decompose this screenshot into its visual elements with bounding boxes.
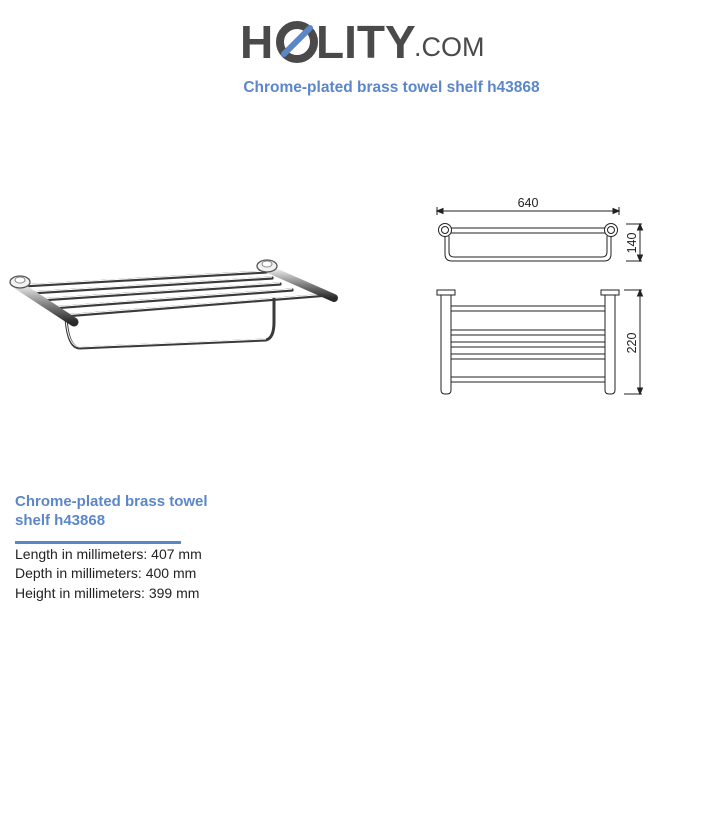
spec-value: 399 mm bbox=[148, 584, 200, 601]
logo-o-icon bbox=[276, 21, 318, 63]
spec-value: 400 mm bbox=[145, 565, 197, 582]
spec-label: Depth in millimeters: bbox=[15, 565, 142, 582]
brand-logo[interactable]: H LITY .COM bbox=[240, 16, 500, 68]
spec-label: Height in millimeters: bbox=[15, 584, 145, 601]
page-title: Chrome-plated brass towel shelf h43868 bbox=[243, 79, 540, 96]
spec-height: Height in millimeters: 399 mm bbox=[15, 584, 202, 603]
divider bbox=[15, 541, 181, 544]
product-title: Chrome-plated brass towel shelf h43868 bbox=[15, 493, 208, 529]
logo-letter-h: H bbox=[240, 16, 273, 68]
spec-depth: Depth in millimeters: 400 mm bbox=[15, 564, 202, 583]
technical-drawing[interactable]: 640 140 220 bbox=[430, 188, 650, 398]
logo-letters-lity: LITY bbox=[316, 16, 416, 68]
width-dimension-label: 640 bbox=[518, 196, 539, 210]
height-dimension-label: 220 bbox=[625, 333, 639, 354]
spec-length: Length in millimeters: 407 mm bbox=[15, 545, 202, 564]
spec-label: Length in millimeters: bbox=[15, 546, 148, 562]
spec-list: Length in millimeters: 407 mm Depth in m… bbox=[15, 545, 202, 603]
product-image[interactable] bbox=[8, 252, 344, 356]
depth-dimension-label: 140 bbox=[625, 233, 639, 254]
logo-domain-suffix: .COM bbox=[414, 32, 485, 62]
spec-value: 407 mm bbox=[151, 546, 202, 562]
